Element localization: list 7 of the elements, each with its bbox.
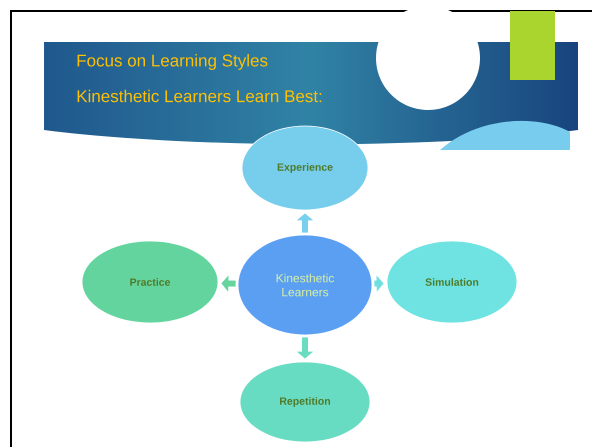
slide-title: Focus on Learning Styles [78,54,268,70]
ellipse-node: Simulation [386,240,518,324]
ellipse-node: Practice [82,240,218,324]
slide-subtitle: Kinesthetic Learners Learn Best: [78,90,322,102]
ellipse-node: Repetition [240,362,370,442]
ellipse-node: Experience [242,126,368,210]
ellipse-node: Kinesthetic Learners [238,234,372,336]
